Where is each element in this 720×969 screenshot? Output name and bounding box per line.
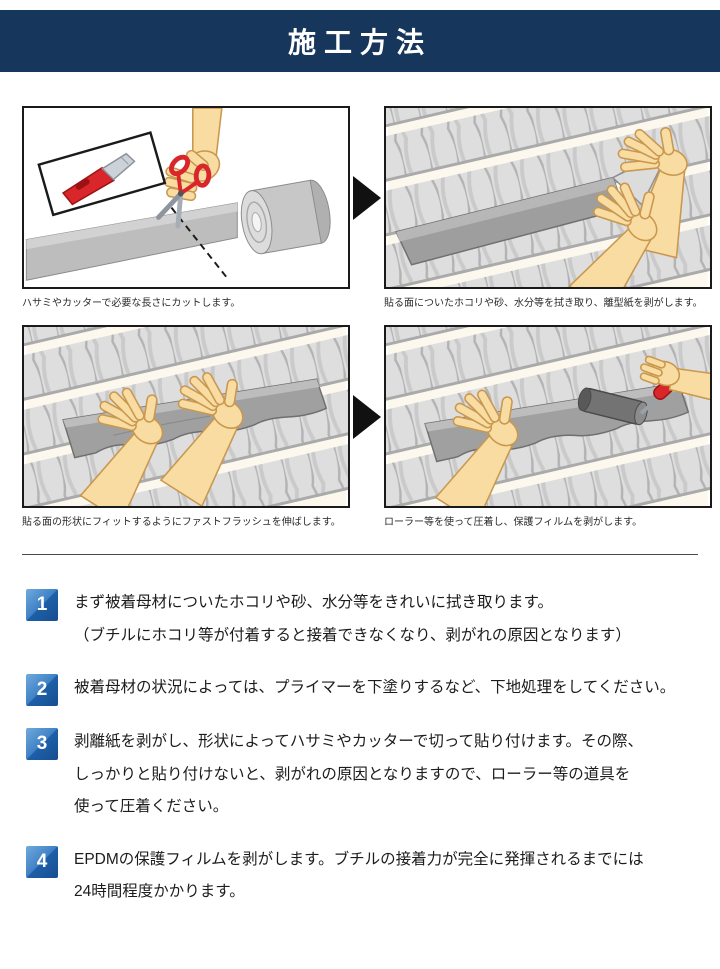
step-text: まず被着母材についたホコリや砂、水分等をきれいに拭き取ります。 （ブチルにホコリ… [74,594,631,644]
roller-icon [577,375,679,426]
step-text: 被着母材の状況によっては、プライマーを下塗りするなど、下地処理をしてください。 [74,679,676,697]
panel-cut: ハサミやカッターで必要な長さにカットします。 [22,106,350,309]
caption-cut: ハサミやカッターで必要な長さにカットします。 [22,298,241,309]
step-item-1: 1 まず被着母材についたホコリや砂、水分等をきれいに拭き取ります。 （ブチルにホ… [26,587,694,652]
divider [22,554,698,555]
step-text: EPDMの保護フィルムを剥がします。ブチルの接着力が完全に発揮されるまでには 2… [74,850,644,901]
illustration-fit [24,327,348,506]
step-item-2: 2 被着母材の状況によっては、プライマーを下塗りするなど、下地処理をしてください… [26,672,694,707]
arrow-col [350,106,384,220]
figure-grid: ハサミやカッターで必要な長さにカットします。 [0,72,720,528]
step-number-badge: 3 [26,728,58,761]
illustration-press [386,327,710,506]
figure-row-2: 貼る面の形状にフィットするようにファストフラッシュを伸ばします。 [22,325,720,528]
material-roll [240,179,331,255]
arrow-col [350,325,384,439]
cutter-inset [37,131,167,217]
panel-cut-frame [22,106,350,289]
step-number-badge: 1 [26,589,58,621]
panel-peel: 貼る面についたホコリや砂、水分等を拭き取り、離型紙を剥がします。 [384,106,712,309]
header-band: 施工方法 [0,10,720,72]
caption-peel: 貼る面についたホコリや砂、水分等を拭き取り、離型紙を剥がします。 [384,298,703,309]
illustration-cut [25,108,346,287]
panel-press-frame [384,325,712,508]
hand-icon [639,355,710,404]
page-title: 施工方法 [287,27,432,58]
illustration-peel [386,108,710,287]
steps-list: 1 まず被着母材についたホコリや砂、水分等をきれいに拭き取ります。 （ブチルにホ… [0,587,720,969]
arrow-right-icon [353,176,381,220]
step-number-badge: 4 [26,845,58,878]
corrugated-roof [386,108,710,287]
step-text: 剥離紙を剥がし、形状によってハサミやカッターで切って貼り付けます。その際、 しっ… [74,733,644,816]
step-number-badge: 2 [26,674,58,707]
caption-press: ローラー等を使って圧着し、保護フィルムを剥がします。 [384,517,643,528]
panel-fit: 貼る面の形状にフィットするようにファストフラッシュを伸ばします。 [22,325,350,528]
panel-peel-frame [384,106,712,289]
figure-row-1: ハサミやカッターで必要な長さにカットします。 [22,106,720,309]
panel-fit-frame [22,325,350,508]
arrow-right-icon [353,395,381,439]
step-item-4: 4 EPDMの保護フィルムを剥がします。ブチルの接着力が完全に発揮されるまでには… [26,844,694,909]
step-item-3: 3 剥離紙を剥がし、形状によってハサミやカッターで切って貼り付けます。その際、 … [26,726,694,824]
panel-press: ローラー等を使って圧着し、保護フィルムを剥がします。 [384,325,712,528]
page: 施工方法 [0,10,720,969]
scissors-icon [156,154,212,229]
caption-fit: 貼る面の形状にフィットするようにファストフラッシュを伸ばします。 [22,517,341,528]
